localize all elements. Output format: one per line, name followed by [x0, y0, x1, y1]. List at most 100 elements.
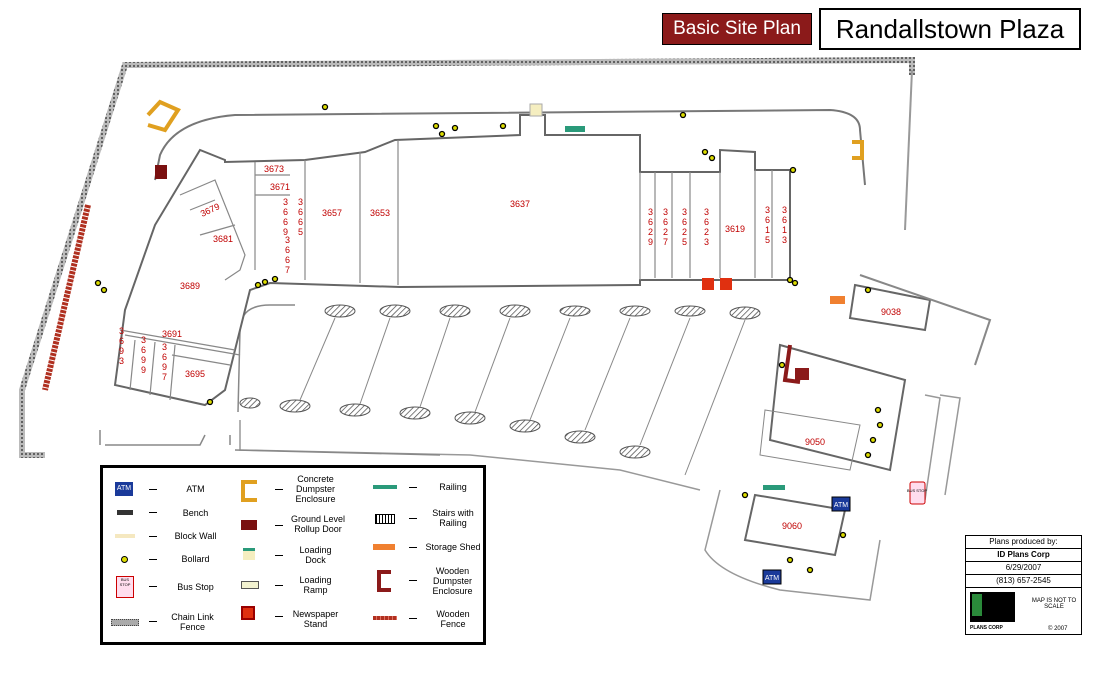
- legend-stairs: Stairs with Railing: [432, 508, 474, 528]
- bus-stop-marker: BUS STOP: [907, 481, 927, 505]
- unit-3613-char: 6: [782, 215, 787, 225]
- unit-3669-char: 9: [283, 227, 288, 237]
- legend-storage: Storage Shed: [425, 542, 481, 552]
- building-9038: [848, 283, 932, 332]
- parking-islands: [239, 304, 761, 459]
- credit-box: Plans produced by: ID Plans Corp 6/29/20…: [965, 535, 1082, 635]
- unit-3613-char: 3: [782, 205, 787, 215]
- unit-3699-char: 3: [141, 335, 146, 345]
- legend-block-wall: Block Wall: [174, 531, 217, 541]
- legend-wooden-dumpster: Wooden Dumpster Enclosure: [432, 566, 473, 596]
- unit-3619: 3619: [725, 224, 745, 234]
- storage-shed-icon: [373, 544, 395, 550]
- unit-3657: 3657: [322, 208, 342, 218]
- unit-3615-char: 1: [765, 225, 770, 235]
- unit-3629-char: 3: [648, 207, 653, 217]
- block-wall-icon: [115, 534, 135, 538]
- unit-3637: 3637: [510, 199, 530, 209]
- railing-icon: [373, 485, 397, 489]
- dumpster-enclosure-nw: [146, 99, 181, 133]
- credit-company: ID Plans Corp: [966, 549, 1081, 562]
- wooden-dumpster-icon: [377, 570, 391, 592]
- unit-3697-char: 9: [162, 362, 167, 372]
- unit-3627-char: 2: [663, 227, 668, 237]
- newspaper-stand-icon: [241, 606, 255, 620]
- unit-3625-char: 3: [682, 207, 687, 217]
- legend-bus-stop: Bus Stop: [177, 582, 214, 592]
- unit-3681: 3681: [213, 234, 233, 244]
- svg-text:BUS STOP: BUS STOP: [907, 488, 927, 493]
- legend-loading-ramp: Loading Ramp: [299, 575, 332, 595]
- unit-3627-char: 7: [663, 237, 668, 247]
- svg-text:ATM: ATM: [834, 502, 848, 509]
- chain-link-fence: [19, 56, 915, 458]
- legend-rollup: Ground Level Rollup Door: [290, 514, 346, 534]
- legend-concrete-dumpster: Concrete Dumpster Enclosure: [295, 474, 336, 504]
- unit-3629-char: 2: [648, 227, 653, 237]
- chain-link-icon: [111, 619, 139, 626]
- unit-3625-char: 2: [682, 227, 687, 237]
- unit-9050: 9050: [805, 437, 825, 447]
- unit-3613-char: 3: [782, 235, 787, 245]
- vertical-unit-labels: 3669366536673629362736253623361536133693…: [119, 197, 787, 382]
- wooden-fence: [42, 204, 91, 391]
- legend-loading-dock: Loading Dock: [299, 545, 332, 565]
- unit-3691: 3691: [162, 329, 182, 339]
- unit-3667-char: 7: [285, 265, 290, 275]
- unit-3697-char: 7: [162, 372, 167, 382]
- unit-3669-char: 3: [283, 197, 288, 207]
- unit-3625-char: 5: [682, 237, 687, 247]
- building-9060: [743, 493, 847, 557]
- unit-3669-char: 6: [283, 207, 288, 217]
- unit-3667-char: 3: [285, 235, 290, 245]
- unit-3665-char: 6: [298, 207, 303, 217]
- wooden-fence-icon: [373, 616, 397, 620]
- bollard-icon: [121, 556, 128, 563]
- bench-icon: [117, 510, 133, 515]
- rollup-door-west: [155, 165, 167, 179]
- unit-3623-char: 3: [704, 237, 709, 247]
- unit-3693-char: 3: [119, 326, 124, 336]
- unit-3665-char: 5: [298, 227, 303, 237]
- atm-marker-east: ATM: [831, 496, 851, 512]
- plan-type-tag: Basic Site Plan: [662, 13, 812, 45]
- unit-3667-char: 6: [285, 255, 290, 265]
- unit-3623-char: 6: [704, 217, 709, 227]
- stairs-icon: [375, 514, 395, 524]
- legend-railing: Railing: [439, 482, 467, 492]
- main-strip-building: [113, 114, 791, 407]
- unit-3615-char: 6: [765, 215, 770, 225]
- unit-3689: 3689: [180, 281, 200, 291]
- unit-9060: 9060: [782, 521, 802, 531]
- legend-atm: ATM: [186, 484, 205, 494]
- legend: ATM ATM Bench Block Wall Bollard BUS STO…: [100, 465, 486, 645]
- unit-3667-char: 6: [285, 245, 290, 255]
- storage-shed: [830, 296, 845, 304]
- loading-dock-icon: [243, 548, 255, 560]
- id-plans-logo: [970, 592, 1015, 622]
- unit-3673: 3673: [264, 164, 284, 174]
- scale-note: MAP IS NOT TO SCALE: [1031, 598, 1077, 610]
- unit-3693-char: 9: [119, 346, 124, 356]
- unit-3693-char: 3: [119, 356, 124, 366]
- unit-3697-char: 3: [162, 342, 167, 352]
- legend-bollard: Bollard: [181, 554, 210, 564]
- atm-icon: ATM: [115, 482, 133, 496]
- unit-9038: 9038: [881, 307, 901, 317]
- logo-text: PLANS CORP: [970, 625, 1003, 631]
- plaza-title: Randallstown Plaza: [819, 8, 1081, 50]
- bus-stop-icon: BUS STOP: [116, 576, 134, 598]
- rollup-door-icon: [241, 520, 257, 530]
- unit-3615-char: 5: [765, 235, 770, 245]
- unit-3699-char: 9: [141, 365, 146, 375]
- unit-3665-char: 3: [298, 197, 303, 207]
- unit-3695: 3695: [185, 369, 205, 379]
- atm-marker-south: ATM: [762, 569, 782, 585]
- unit-3625-char: 6: [682, 217, 687, 227]
- legend-wooden-fence: Wooden Fence: [436, 609, 470, 629]
- concrete-dumpster-icon: [241, 480, 257, 502]
- credit-produced: Plans produced by:: [966, 536, 1081, 549]
- legend-chain-link: Chain Link Fence: [171, 612, 214, 632]
- unit-3627-char: 6: [663, 217, 668, 227]
